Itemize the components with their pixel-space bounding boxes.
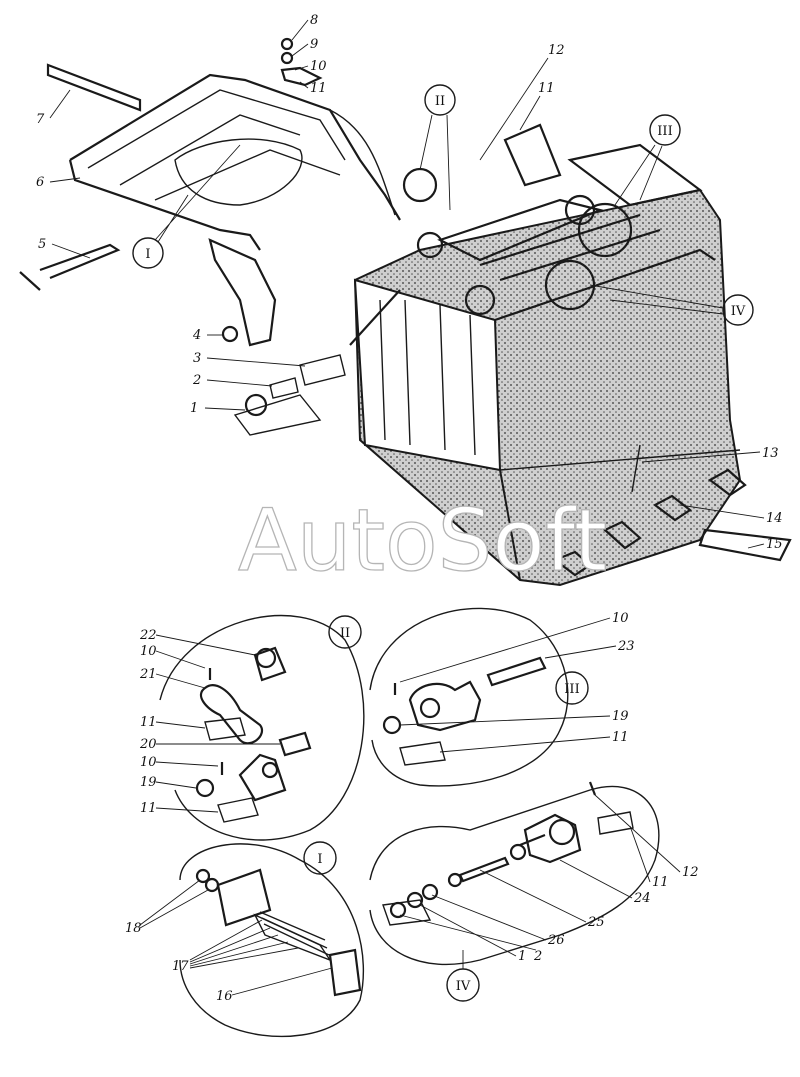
marker-roman: I bbox=[145, 247, 150, 262]
detail-view-III: III 10 23 19 11 bbox=[369, 607, 635, 787]
bucket-body bbox=[353, 188, 792, 587]
callout: 11 bbox=[140, 715, 157, 730]
callout: 21 bbox=[139, 667, 157, 682]
callout: 13 bbox=[762, 446, 779, 461]
detail-roman: II bbox=[340, 626, 350, 641]
callout: 14 bbox=[766, 511, 783, 526]
detail-roman: I bbox=[317, 852, 322, 867]
callout: 3 bbox=[193, 351, 201, 366]
bucket-linkage bbox=[349, 123, 703, 346]
callout: 12 bbox=[682, 865, 699, 880]
callout: 19 bbox=[612, 709, 629, 724]
hardware-parts-1-4 bbox=[221, 325, 346, 436]
pin-part-5 bbox=[19, 243, 121, 291]
callout: 16 bbox=[216, 989, 233, 1004]
callout: 17 bbox=[172, 959, 189, 974]
main-assembly bbox=[19, 37, 792, 587]
callout: 11 bbox=[538, 81, 555, 96]
callout: 11 bbox=[652, 875, 669, 890]
callout: 24 bbox=[633, 891, 651, 906]
callout: 19 bbox=[140, 775, 157, 790]
callout: 10 bbox=[310, 59, 327, 74]
frame-part-6 bbox=[68, 73, 401, 347]
main-view-marker-I: I bbox=[132, 144, 241, 269]
callout: 12 bbox=[548, 43, 565, 58]
marker-roman: IV bbox=[731, 304, 746, 319]
callout: 8 bbox=[310, 13, 318, 28]
main-view-marker-IV: IV bbox=[589, 284, 754, 326]
callout: 11 bbox=[310, 81, 327, 96]
marker-roman: II bbox=[435, 94, 445, 109]
detail-view-I: I 18 17 16 bbox=[125, 841, 365, 1038]
callout: 1 bbox=[518, 949, 526, 964]
callout: 4 bbox=[192, 328, 201, 343]
callout: 15 bbox=[766, 537, 783, 552]
callout: 6 bbox=[36, 175, 44, 190]
bar-part-7 bbox=[46, 63, 142, 112]
callout: 7 bbox=[36, 112, 45, 127]
callout: 22 bbox=[139, 628, 157, 643]
callout: 1 bbox=[190, 401, 198, 416]
watermark-text: AutoSoft bbox=[238, 491, 607, 591]
hardware-parts-8-11 bbox=[280, 37, 323, 87]
main-view-marker-III: III bbox=[614, 114, 681, 206]
callout: 26 bbox=[547, 933, 565, 948]
callout: 2 bbox=[533, 949, 542, 964]
callout: 10 bbox=[140, 644, 157, 659]
main-callouts: 1 2 3 4 5 6 7 8 9 10 11 11 12 13 14 15 bbox=[36, 13, 783, 552]
callout: 10 bbox=[140, 755, 157, 770]
detail-view-IV: IV 12 11 24 25 26 1 2 bbox=[369, 781, 699, 1002]
callout: 5 bbox=[38, 237, 46, 252]
callout: 9 bbox=[310, 37, 318, 52]
callout: 10 bbox=[612, 611, 629, 626]
detail-roman: IV bbox=[456, 979, 471, 994]
callout: 20 bbox=[139, 737, 157, 752]
callout: 25 bbox=[587, 915, 605, 930]
callout: 18 bbox=[125, 921, 142, 936]
callout: 11 bbox=[612, 730, 629, 745]
detail-roman: III bbox=[564, 682, 579, 697]
marker-roman: III bbox=[657, 124, 672, 139]
callout: 23 bbox=[617, 639, 635, 654]
main-view-marker-II: II bbox=[419, 84, 456, 211]
detail-view-II: II 22 10 21 11 20 10 19 11 bbox=[139, 614, 365, 841]
callout: 2 bbox=[192, 373, 201, 388]
callout: 11 bbox=[140, 801, 157, 816]
